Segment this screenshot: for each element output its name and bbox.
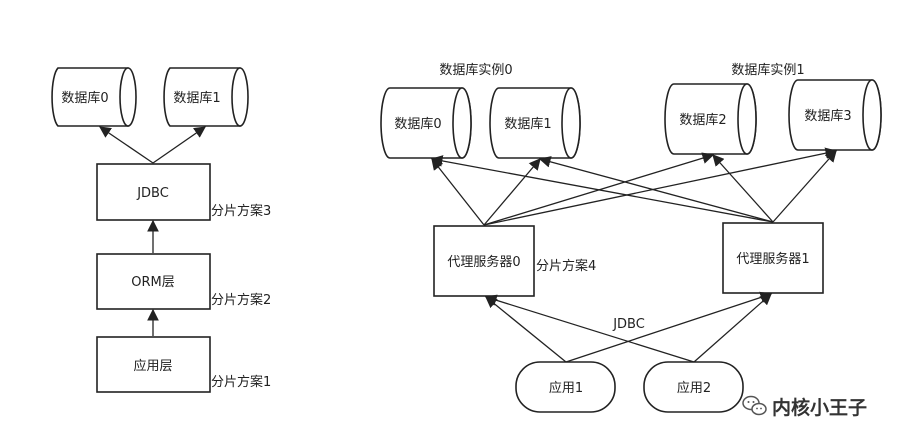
edge-proxy0-to-db1 — [483, 158, 541, 226]
app-1: 应用1 — [515, 361, 616, 413]
edge-app1-to-proxy1 — [565, 291, 773, 363]
right-database-0: 数据库0 — [380, 87, 472, 159]
left-database-1-label: 数据库1 — [173, 90, 220, 106]
right-scheme-4-note: 分片方案4 — [536, 258, 596, 274]
edge-proxy1-to-db0 — [430, 155, 774, 223]
left-jdbc-label: JDBC — [136, 186, 169, 201]
app-1-label: 应用1 — [549, 380, 583, 396]
right-database-2-label: 数据库2 — [679, 112, 726, 128]
left-scheme-2-note: 分片方案2 — [211, 292, 271, 308]
left-jdbc-box: JDBC — [96, 163, 211, 221]
left-orm-label: ORM层 — [131, 275, 174, 290]
app-2: 应用2 — [643, 361, 744, 413]
proxy-server-0-label: 代理服务器0 — [447, 254, 520, 270]
left-scheme-1-note: 分片方案1 — [211, 374, 271, 390]
instance-1-label: 数据库实例1 — [731, 62, 804, 78]
right-database-3: 数据库3 — [788, 79, 882, 151]
right-database-1-label: 数据库1 — [504, 116, 551, 132]
left-app-label: 应用层 — [133, 358, 172, 374]
edge-proxy1-to-db2 — [712, 154, 774, 223]
edge-app2-to-proxy0 — [484, 294, 695, 363]
app-2-label: 应用2 — [677, 380, 711, 396]
right-architecture: 数据库实例0 数据库实例1 数据库0 数据库1 数据库2 数据库3 — [380, 62, 882, 413]
watermark: 内核小王子 — [742, 395, 867, 419]
right-database-1: 数据库1 — [489, 87, 581, 159]
left-database-0-label: 数据库0 — [61, 90, 108, 106]
right-jdbc-label: JDBC — [612, 317, 645, 332]
edge-proxy0-to-db3 — [483, 147, 838, 226]
left-database-1: 数据库1 — [163, 67, 249, 127]
watermark-text: 内核小王子 — [772, 396, 867, 419]
proxy-server-1-label: 代理服务器1 — [736, 251, 809, 267]
proxy-server-1: 代理服务器1 — [722, 222, 824, 294]
edge-proxy0-to-db0 — [431, 158, 485, 226]
edge-app2-to-proxy1 — [693, 293, 772, 363]
right-database-3-label: 数据库3 — [804, 108, 851, 124]
edge-proxy1-to-db3 — [772, 150, 837, 223]
edge-jdbc-to-db1 — [152, 126, 206, 164]
left-orm-box: ORM层 — [96, 253, 211, 310]
left-database-0: 数据库0 — [51, 67, 137, 127]
left-scheme-3-note: 分片方案3 — [211, 203, 271, 219]
edge-proxy1-to-db1 — [538, 156, 774, 223]
proxy-server-0: 代理服务器0 — [433, 225, 535, 297]
left-app-box: 应用层 — [96, 336, 211, 393]
right-database-0-label: 数据库0 — [394, 116, 441, 132]
left-architecture: 数据库0 数据库1 JDBC ORM层 应用层 分片方案3 分片方案2 — [51, 67, 271, 393]
edge-app1-to-proxy0 — [485, 296, 567, 363]
edge-jdbc-to-db0 — [99, 126, 154, 164]
wechat-icon — [742, 395, 767, 416]
instance-0-label: 数据库实例0 — [439, 62, 512, 78]
right-database-2: 数据库2 — [664, 83, 757, 155]
